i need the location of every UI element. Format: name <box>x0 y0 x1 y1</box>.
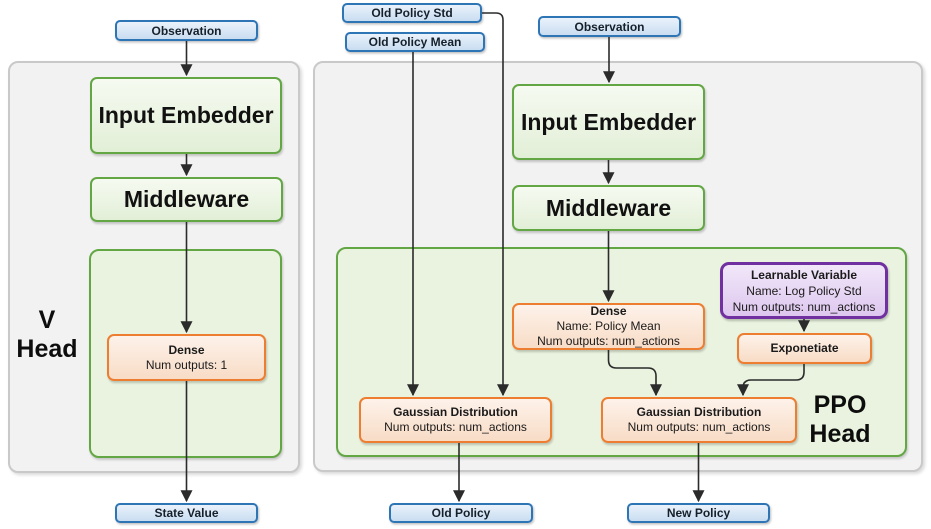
block-dense-v: Dense Num outputs: 1 <box>107 334 266 381</box>
ppo-head-label-line2: Head <box>809 420 871 448</box>
node-old-policy-mean: Old Policy Mean <box>345 32 485 52</box>
block-dense-policy-mean: Dense Name: Policy Mean Num outputs: num… <box>512 303 705 350</box>
block-dense-policy-mean-name: Name: Policy Mean <box>556 319 661 333</box>
v-head-label-line1: V <box>38 306 56 334</box>
block-input-embedder-ppo: Input Embedder <box>512 84 705 160</box>
v-head-label: V Head <box>6 306 88 364</box>
block-gaussian-old-title: Gaussian Distribution <box>393 405 518 419</box>
ppo-head-label-line1: PPO <box>813 391 867 419</box>
node-old-policy: Old Policy <box>389 503 533 523</box>
block-middleware-ppo: Middleware <box>512 185 705 231</box>
block-gaussian-distribution-old: Gaussian Distribution Num outputs: num_a… <box>359 397 552 443</box>
block-gaussian-distribution-new: Gaussian Distribution Num outputs: num_a… <box>601 397 797 443</box>
block-dense-v-title: Dense <box>168 342 205 357</box>
ppo-head-label: PPO Head <box>785 391 895 449</box>
block-exponetiate: Exponetiate <box>737 333 872 364</box>
block-dense-policy-mean-title: Dense <box>590 304 627 318</box>
v-head-label-line2: Head <box>16 335 78 363</box>
node-new-policy: New Policy <box>627 503 770 523</box>
block-input-embedder-v: Input Embedder <box>90 77 282 154</box>
block-learnable-name: Name: Log Policy Std <box>746 283 862 298</box>
block-exponetiate-label: Exponetiate <box>770 341 839 355</box>
block-gaussian-new-title: Gaussian Distribution <box>636 405 762 419</box>
block-middleware-v: Middleware <box>90 177 283 222</box>
block-gaussian-new-outputs: Num outputs: num_actions <box>627 420 771 434</box>
block-learnable-variable: Learnable Variable Name: Log Policy Std … <box>720 262 888 319</box>
node-state-value: State Value <box>115 503 258 523</box>
node-old-policy-std: Old Policy Std <box>342 3 482 23</box>
node-observation-ppo: Observation <box>538 16 681 37</box>
block-dense-v-outputs: Num outputs: 1 <box>145 357 228 372</box>
block-gaussian-old-outputs: Num outputs: num_actions <box>384 420 527 434</box>
block-learnable-outputs: Num outputs: num_actions <box>732 299 876 314</box>
node-observation-v: Observation <box>115 20 258 41</box>
block-dense-policy-mean-outputs: Num outputs: num_actions <box>537 334 680 348</box>
block-learnable-title: Learnable Variable <box>750 267 858 282</box>
